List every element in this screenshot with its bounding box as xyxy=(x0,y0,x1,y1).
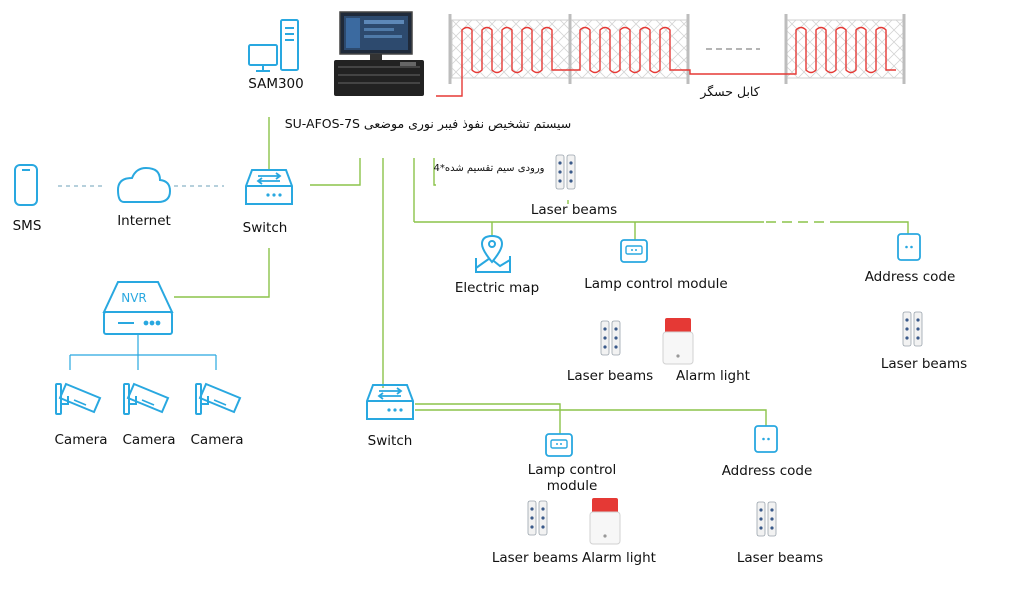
alarm-light-icon xyxy=(662,317,694,365)
camera-links xyxy=(69,335,217,370)
computer-tower-icon xyxy=(248,19,299,72)
network-switch-icon xyxy=(366,384,414,420)
address-code-label: Address code xyxy=(721,463,813,479)
network-links xyxy=(174,117,909,434)
control-module-icon xyxy=(620,239,648,263)
laser-beams-label: Laser beams xyxy=(530,202,618,218)
cctv-camera-icon xyxy=(55,383,101,415)
alarm-light-icon xyxy=(589,497,621,545)
internet-label: Internet xyxy=(117,213,171,229)
laser-beams-label: Laser beams xyxy=(880,356,968,372)
input-wire-label: ورودی سیم تقسیم شده*4 xyxy=(433,163,545,174)
phone-icon xyxy=(14,164,38,206)
sms-label: SMS xyxy=(12,218,42,234)
address-code-label: Address code xyxy=(864,269,956,285)
sam300-label: SAM300 xyxy=(248,76,304,92)
control-module-icon xyxy=(897,233,921,261)
laser-beams-label: Laser beams xyxy=(736,550,824,566)
network-switch-icon xyxy=(245,169,293,205)
switch-top-label: Switch xyxy=(242,220,288,236)
server-monitor-icon xyxy=(334,11,424,96)
nvr-recorder-icon xyxy=(102,281,174,335)
cctv-camera-icon xyxy=(195,383,241,415)
nvr-label: NVR xyxy=(121,291,147,305)
camera-label: Camera xyxy=(122,432,176,448)
cctv-camera-icon xyxy=(123,383,169,415)
lamp-control-label: Lamp control module xyxy=(527,462,617,494)
laser-beams-label: Laser beams xyxy=(491,550,579,566)
control-module-icon xyxy=(545,433,573,457)
camera-label: Camera xyxy=(190,432,244,448)
laser-beam-sensor-icon xyxy=(600,320,621,356)
lamp-control-label: Lamp control module xyxy=(584,276,728,292)
laser-beam-sensor-icon xyxy=(756,501,777,537)
laser-beams-label: Laser beams xyxy=(566,368,654,384)
alarm-light-label: Alarm light xyxy=(676,368,750,384)
system-title: سیستم تشخیص نفوذ فیبر نوری موضعی SU-AFOS… xyxy=(284,116,572,131)
map-pin-icon xyxy=(475,234,511,273)
sensing-cable xyxy=(436,26,896,97)
alarm-light-label: Alarm light xyxy=(582,550,656,566)
laser-beam-sensor-icon xyxy=(527,500,548,536)
cable-label: کابل حسگر xyxy=(700,84,760,99)
electric-map-label: Electric map xyxy=(454,280,540,296)
cloud-icon xyxy=(116,166,172,203)
switch-bottom-label: Switch xyxy=(367,433,413,449)
control-module-icon xyxy=(754,425,778,453)
laser-beam-sensor-icon xyxy=(902,311,923,347)
laser-beam-sensor-icon xyxy=(555,154,576,190)
camera-label: Camera xyxy=(54,432,108,448)
